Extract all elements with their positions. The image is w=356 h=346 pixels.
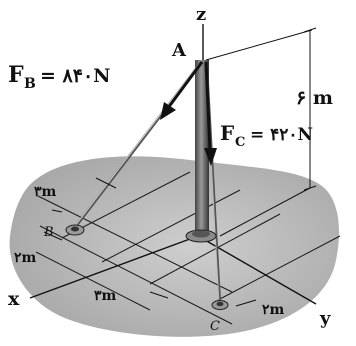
ground-surface xyxy=(9,156,340,337)
y-axis-label: y xyxy=(319,308,331,329)
c-dimension-marks xyxy=(149,291,257,307)
point-c-label: C xyxy=(210,319,220,334)
force-c-arrow xyxy=(204,61,217,166)
b-dimension-marks xyxy=(43,177,117,241)
force-b-label: F B = ۸۴۰N xyxy=(8,62,111,92)
anchor-b xyxy=(65,224,85,236)
force-c-subscript: C xyxy=(235,135,245,150)
c-along-y-label: ۲m xyxy=(262,302,285,318)
x-axis xyxy=(29,235,199,299)
height-label: ۶ m xyxy=(296,87,333,109)
force-b-value: = ۸۴۰N xyxy=(40,65,111,87)
force-b-symbol: F xyxy=(8,62,24,88)
force-b-arrow xyxy=(160,61,204,120)
pole xyxy=(195,60,209,236)
z-axis-label: z xyxy=(196,4,206,25)
b-offset-x-label: ۲m xyxy=(14,250,37,266)
ground-grid xyxy=(35,171,341,325)
force-c-label: F C = ۴۲۰N xyxy=(220,121,313,150)
c-along-x-label: ۳m xyxy=(94,288,117,304)
force-b-subscript: B xyxy=(24,76,36,92)
force-c-value: = ۴۲۰N xyxy=(250,125,313,145)
height-dimension xyxy=(205,27,317,237)
x-axis-label: x xyxy=(8,288,20,310)
point-a-label: A xyxy=(171,40,187,61)
force-c-symbol: F xyxy=(220,121,234,145)
b-offset-y-label: ۳m xyxy=(34,184,57,200)
point-b-label: B xyxy=(43,225,54,240)
anchor-c xyxy=(211,300,229,310)
